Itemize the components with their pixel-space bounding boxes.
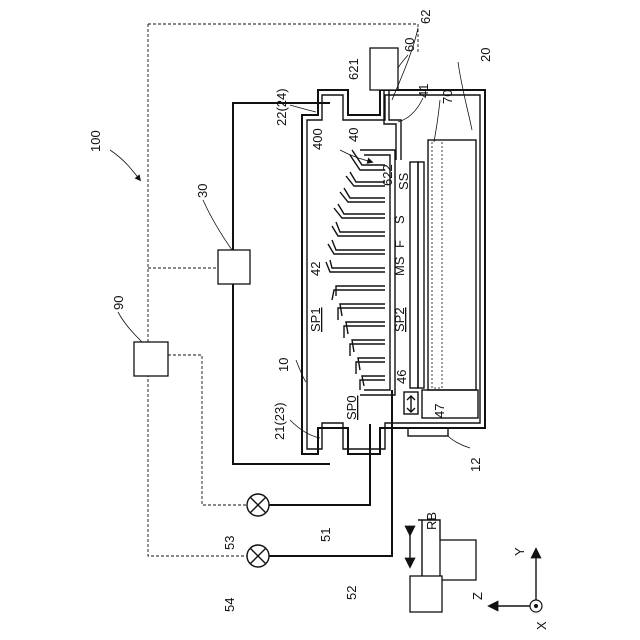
- label-51: 51: [318, 528, 333, 542]
- valve-53: [247, 494, 269, 516]
- label-622: 622: [380, 164, 395, 186]
- label-100: 100: [88, 130, 103, 152]
- label-sp0: SP0: [344, 395, 359, 420]
- label-sp2: SP2: [392, 307, 407, 332]
- label-ss: SS: [396, 172, 411, 190]
- label-60: 60: [402, 38, 417, 52]
- label-54: 54: [222, 598, 237, 612]
- axis-y-label: Y: [512, 547, 527, 556]
- label-42: 42: [308, 262, 323, 276]
- stage-20: [428, 140, 476, 390]
- box-30: [218, 250, 250, 284]
- label-52: 52: [344, 586, 359, 600]
- substrate-s: [410, 162, 418, 388]
- label-21-23: 21(23): [272, 402, 287, 440]
- label-90: 90: [111, 296, 126, 310]
- part-47-arrow: [407, 396, 415, 412]
- valve-54: [247, 545, 269, 567]
- label-rb: RB: [424, 512, 439, 530]
- axis-z-label: Z: [470, 592, 485, 600]
- label-621: 621: [346, 58, 361, 80]
- label-46: 46: [394, 370, 409, 384]
- label-ms: MS: [392, 256, 407, 276]
- label-70: 70: [440, 90, 455, 104]
- axis-x-label: X: [534, 621, 549, 630]
- robot-rb: [410, 520, 476, 612]
- film-f: [418, 162, 424, 388]
- label-41: 41: [416, 84, 431, 98]
- label-30: 30: [195, 184, 210, 198]
- axis-glyph: [490, 550, 542, 612]
- port-12: [408, 428, 448, 436]
- label-f: F: [392, 240, 407, 248]
- label-400: 400: [310, 128, 325, 150]
- nozzle-fins-42: [326, 150, 385, 390]
- label-47: 47: [432, 404, 447, 418]
- label-40: 40: [346, 128, 361, 142]
- heater-70: [432, 140, 442, 388]
- label-12: 12: [468, 458, 483, 472]
- label-s: S: [392, 215, 407, 224]
- gas-source-60: [370, 48, 398, 90]
- label-53: 53: [222, 536, 237, 550]
- label-20: 20: [478, 48, 493, 62]
- label-10: 10: [276, 358, 291, 372]
- stage-base: [422, 390, 478, 418]
- box-90: [134, 342, 168, 376]
- label-22-24: 22(24): [274, 88, 289, 126]
- label-sp1: SP1: [308, 307, 323, 332]
- label-62: 62: [418, 10, 433, 24]
